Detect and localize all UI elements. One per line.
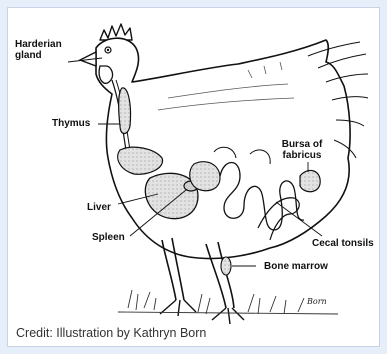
artist-signature: Born — [307, 297, 327, 306]
label-bursa: Bursa of fabricus — [274, 139, 330, 161]
bursa-organ — [300, 170, 320, 191]
thymus-organ — [119, 88, 131, 134]
figure-panel: Harderian gland Thymus Bursa of fabricus… — [7, 7, 380, 347]
label-cecal-tonsils: Cecal tonsils — [312, 238, 374, 249]
label-liver: Liver — [87, 202, 111, 213]
gizzard — [190, 162, 220, 191]
label-harderian-gland: Harderian gland — [15, 39, 69, 61]
label-thymus: Thymus — [52, 118, 90, 129]
wattle — [99, 66, 112, 83]
image-credit: Credit: Illustration by Kathryn Born — [16, 326, 206, 340]
bone-marrow-organ — [221, 257, 231, 275]
label-bone-marrow: Bone marrow — [264, 261, 328, 272]
label-spleen: Spleen — [92, 232, 125, 243]
